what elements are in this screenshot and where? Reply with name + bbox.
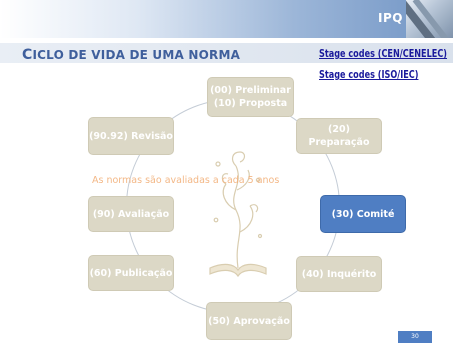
industrial-pipes-image <box>406 0 453 38</box>
page-number: 30 <box>398 331 432 343</box>
stage-label: (90.92) Revisão <box>89 130 173 142</box>
stage-label: (40) Inquérito <box>301 268 377 280</box>
stage-comite[interactable]: (30) Comité <box>320 195 406 233</box>
stage-label-secondary: (10) Proposta <box>213 98 288 109</box>
stage-label: (60) Publicação <box>89 267 173 279</box>
stage-code-links: Stage codes (CEN/CENELEC) Stage codes (I… <box>319 44 453 86</box>
review-cycle-note: As normas são avaliadas a cada 5 anos <box>92 175 280 186</box>
ipq-logo: IPQ <box>378 11 403 25</box>
stage-preliminar-proposta[interactable]: (00) Preliminar (10) Proposta <box>207 77 294 117</box>
title-first-letter: C <box>22 47 33 63</box>
stage-aprovacao[interactable]: (50) Aprovação <box>206 302 292 340</box>
slide-title: CICLO DE VIDA DE UMA NORMA <box>22 47 240 63</box>
stage-label: (00) Preliminar <box>210 85 291 96</box>
stage-avaliacao[interactable]: (90) Avaliação <box>88 196 174 232</box>
stage-label: (30) Comité <box>331 208 395 220</box>
header-bar <box>0 0 453 38</box>
title-rest: ICLO DE VIDA DE UMA NORMA <box>32 48 241 62</box>
title-bar <box>0 43 453 63</box>
stage-label: (20) Preparação <box>308 124 370 148</box>
stage-inquerito[interactable]: (40) Inquérito <box>296 256 382 292</box>
stage-preparacao[interactable]: (20) Preparação <box>296 118 382 154</box>
stage-revisao[interactable]: (90.92) Revisão <box>88 117 174 155</box>
stage-label: (90) Avaliação <box>92 208 170 220</box>
book-swirl-illustration <box>209 151 267 278</box>
stage-publicacao[interactable]: (60) Publicação <box>88 255 174 291</box>
link-stage-codes-iso-iec[interactable]: Stage codes (ISO/IEC) <box>319 69 419 81</box>
link-stage-codes-cen-cenelec[interactable]: Stage codes (CEN/CENELEC) <box>319 48 448 60</box>
stage-label: (50) Aprovação <box>208 315 290 327</box>
